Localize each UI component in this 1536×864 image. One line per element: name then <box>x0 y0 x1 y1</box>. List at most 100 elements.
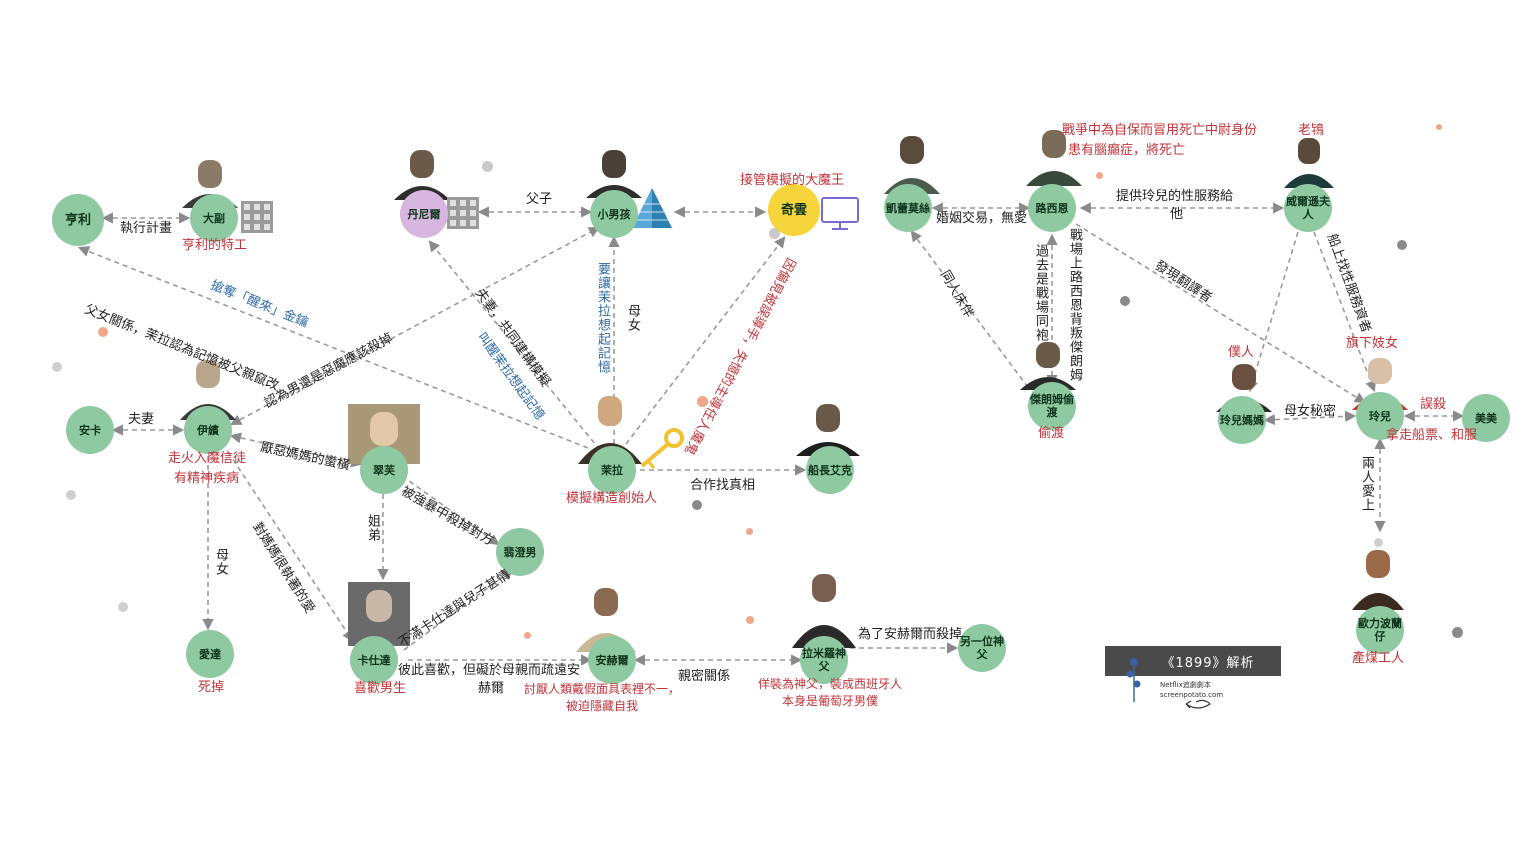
decor-dot <box>1374 538 1383 547</box>
node-virginia: 威爾遜夫人 <box>1284 184 1332 232</box>
portrait-icon <box>1026 130 1082 186</box>
note-label: 本身是葡萄牙男僕 <box>782 694 879 708</box>
note-label: 喜歡男生 <box>354 681 407 696</box>
edge-label: 過去是戰場同袍 <box>1033 244 1048 342</box>
decor-dot <box>1397 240 1407 250</box>
badge-sub2: screenpotato.com <box>1160 691 1224 699</box>
note-label: 死掉 <box>198 680 225 695</box>
cube-grid-icon <box>447 197 479 229</box>
arrow-swirl-icon <box>1185 699 1211 709</box>
cube-grid-icon <box>241 201 273 233</box>
node-first-mate: 大副 <box>190 194 238 242</box>
node-little-boy: 小男孩 <box>590 190 638 238</box>
edge-virginia-lingmom <box>1247 231 1299 393</box>
note-label: 模擬構造創始人 <box>566 491 658 506</box>
node-iben: 伊繽 <box>184 406 232 454</box>
note-label: 患有腦癲症，將死亡 <box>1068 143 1186 158</box>
decor-dot <box>1120 296 1130 306</box>
decor-dot <box>98 327 108 337</box>
node-angel: 安赫爾 <box>588 636 636 684</box>
edge-krester-tove <box>401 475 500 546</box>
portrait-icon <box>1284 138 1334 188</box>
note-label: 被迫隱藏自我 <box>566 699 639 713</box>
edge-label: 彼此喜歡，但礙於母親而疏遠安 <box>398 663 581 678</box>
node-henry: 亨利 <box>52 194 104 246</box>
decor-dot <box>524 632 531 639</box>
node-lucien: 路西恩 <box>1028 184 1076 232</box>
edge-iben-boy <box>230 226 600 426</box>
pyramid-icon <box>632 188 672 228</box>
edge-label: 要讓茉拉想起記憶 <box>595 262 610 374</box>
edge-label: 合作找真相 <box>690 478 756 493</box>
note-label: 旗下妓女 <box>1346 336 1399 351</box>
decor-dot <box>746 616 754 624</box>
note-label: 有精神疾病 <box>174 471 240 486</box>
node-chiyun: 奇雲 <box>768 184 820 236</box>
node-maura: 茉拉 <box>588 446 636 494</box>
node-jerome: 傑朗姆偷渡 <box>1028 382 1076 430</box>
node-captain: 船長艾克 <box>806 446 854 494</box>
edge-label: 執行計畫 <box>120 221 173 236</box>
edge-label: 母女秘密 <box>1284 404 1337 419</box>
key-icon <box>640 428 684 469</box>
edge-label: 婚姻交易，無愛 <box>936 211 1028 226</box>
decor-dot <box>52 362 62 372</box>
decor-dot <box>769 228 780 239</box>
edge-label: 他 <box>1170 207 1184 222</box>
edge-label: 提供玲兒的性服務給 <box>1116 189 1234 204</box>
note-label: 討厭人類戴假面具表裡不一， <box>524 682 681 696</box>
node-priest: 另一位神父 <box>958 624 1006 672</box>
monitor-icon <box>821 197 859 230</box>
portrait-icon <box>348 582 410 646</box>
edge-label: 姐弟 <box>365 514 380 542</box>
note-label: 拿走船票、和服 <box>1386 428 1478 443</box>
decor-dot <box>1452 627 1463 638</box>
decor-dot <box>697 396 708 407</box>
node-olek: 歐力波蘭仔 <box>1356 606 1404 654</box>
node-ramiro: 拉米羅神父 <box>800 636 848 684</box>
note-label: 亨利的特工 <box>182 238 248 253</box>
flower-icon <box>1126 658 1141 702</box>
decor-dot <box>746 528 753 535</box>
note-label: 戰爭中為自保而冒用死亡中尉身份 <box>1062 123 1258 138</box>
node-krester: 翠芙 <box>360 446 408 494</box>
node-ludwig: 卡仕達 <box>350 636 398 684</box>
note-label: 接管模擬的大魔王 <box>740 173 845 188</box>
edge-label: 母女 <box>625 304 640 332</box>
decor-dot <box>482 161 493 172</box>
decor-dot <box>1436 124 1442 130</box>
edge-lingmom-ling <box>1263 410 1357 426</box>
node-kaleeby: 凱蕾莫絲 <box>884 184 932 232</box>
node-ada: 愛達 <box>186 630 234 678</box>
note-label: 老鴇 <box>1298 123 1325 138</box>
node-ling-mom: 玲兒媽媽 <box>1218 396 1266 444</box>
node-tove: 翡澄男 <box>496 528 544 576</box>
edge-label: 戰場上路西恩背叛傑朗姆 <box>1067 228 1082 382</box>
edge-iben-ludwig <box>227 451 354 642</box>
note-label: 佯裝為神父，裝成西班牙人 <box>758 677 903 691</box>
edge-iben-krester <box>229 432 363 468</box>
edge-ludwig-tove <box>403 568 514 651</box>
note-label: 走火入魔信徒 <box>168 451 247 466</box>
note-label: 產煤工人 <box>1352 651 1405 666</box>
note-label: 僕人 <box>1228 345 1255 360</box>
edge-lucien-ling <box>1075 223 1366 404</box>
badge-title: 《1899》解析 <box>1161 655 1255 671</box>
note-label: 偷渡 <box>1038 426 1065 441</box>
edge-label: 為了安赫爾而殺掉 <box>858 627 963 642</box>
decor-dot <box>118 602 128 612</box>
edge-maura-chiyun <box>625 236 786 445</box>
node-ling: 玲兒 <box>1356 392 1404 440</box>
node-meimei: 美美 <box>1462 394 1510 442</box>
edge-label: 誤殺 <box>1420 397 1447 412</box>
edge-kaleeby-jerome <box>910 230 1031 391</box>
edge-virginia-ling <box>1313 231 1377 393</box>
badge-sub1: Netflix追劇劇本 <box>1160 681 1211 689</box>
decor-dot <box>1096 172 1103 179</box>
edge-label: 母女 <box>213 548 228 576</box>
edge-label: 赫爾 <box>478 681 505 696</box>
decor-dot <box>692 500 702 510</box>
edge-label: 兩人愛上 <box>1359 456 1374 512</box>
